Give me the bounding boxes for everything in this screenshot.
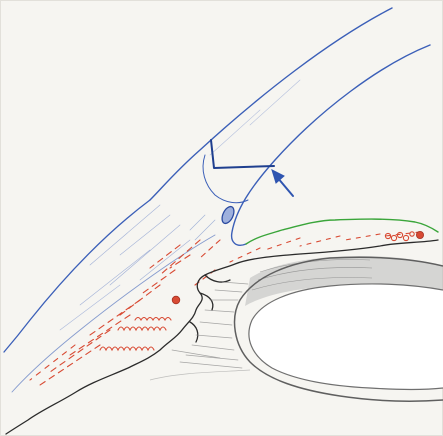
crystalline-lens bbox=[235, 256, 443, 401]
posterior-line bbox=[150, 370, 250, 380]
incision-marker bbox=[211, 140, 274, 168]
red-dot-iris bbox=[416, 231, 423, 238]
red-dot-ciliary bbox=[172, 296, 180, 304]
zonule-fibers bbox=[172, 282, 248, 368]
arrow-icon bbox=[272, 170, 293, 196]
iris-anterior-layer bbox=[246, 219, 438, 244]
